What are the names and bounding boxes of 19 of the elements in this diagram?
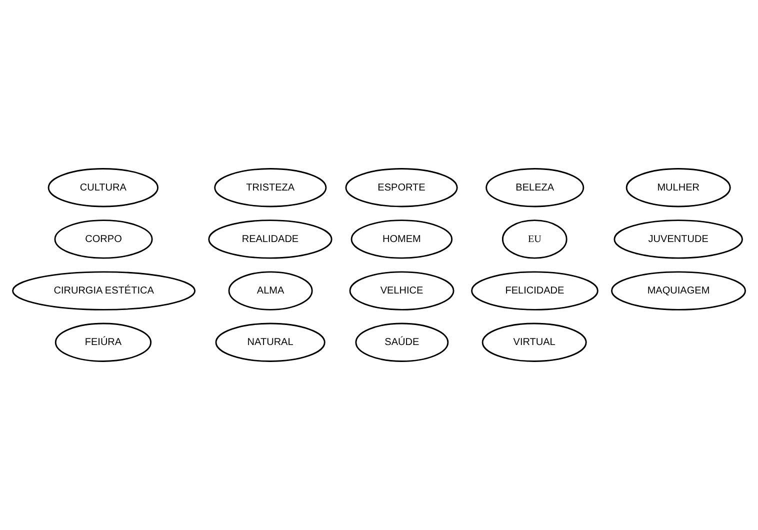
node-ellipse: FEIÚRA	[54, 322, 152, 362]
node-ellipse: NATURAL	[215, 322, 326, 362]
node-ellipse: EU	[502, 220, 568, 259]
node-ellipse: CIRURGIA ESTÉTICA	[12, 271, 196, 310]
node-ellipse: FELICIDADE	[471, 271, 598, 310]
node-ellipse: ESPORTE	[345, 168, 458, 208]
node-ellipse: BELEZA	[486, 168, 584, 208]
node-ellipse: ALMA	[228, 271, 313, 310]
node-ellipse: HOMEM	[350, 220, 453, 259]
node-ellipse: VIRTUAL	[482, 322, 587, 362]
node-ellipse: MAQUIAGEM	[611, 271, 746, 310]
node-ellipse: VELHICE	[349, 271, 454, 310]
node-ellipse: JUVENTUDE	[614, 220, 743, 259]
node-ellipse: SAÚDE	[355, 322, 449, 362]
node-ellipse: CORPO	[54, 220, 153, 259]
node-ellipse: REALIDADE	[208, 220, 332, 259]
node-ellipse: TRISTEZA	[214, 168, 327, 208]
node-ellipse: MULHER	[626, 168, 731, 208]
node-ellipse: CULTURA	[48, 168, 158, 208]
